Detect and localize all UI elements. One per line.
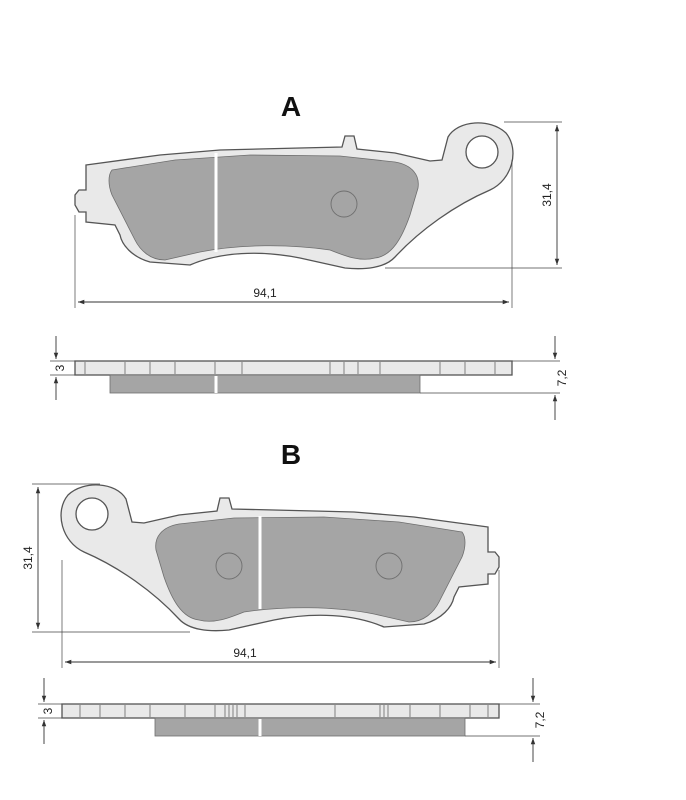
view-b-mounting-hole: [75, 497, 109, 531]
view-a-width-label: 94,1: [253, 286, 277, 300]
view-b-front: [60, 484, 500, 632]
view-b-backing-thickness-label: 3: [41, 707, 55, 714]
view-b-wear-indicator-right: [375, 552, 403, 580]
view-a-side-profile: [74, 360, 513, 394]
view-b-label: B: [281, 439, 301, 470]
view-b-wear-indicator-left: [215, 552, 243, 580]
view-b-width-label: 94,1: [233, 646, 257, 660]
view-a-friction-material: [108, 154, 419, 261]
view-a-mounting-hole: [465, 135, 499, 169]
view-b-total-thickness-label: 7,2: [533, 711, 547, 728]
view-b-height-label: 31,4: [21, 546, 35, 570]
view-a-wear-indicator: [330, 190, 358, 218]
view-a-height-label: 31,4: [540, 183, 554, 207]
view-b: B 31,4 94,1: [21, 439, 547, 762]
view-a: A 31,4 94,1: [50, 91, 569, 420]
view-a-total-thickness-label: 7,2: [555, 369, 569, 386]
view-a-label: A: [281, 91, 301, 122]
view-a-backing-thickness-label: 3: [53, 364, 67, 371]
view-b-friction-material: [155, 516, 466, 623]
view-b-side-profile: [61, 703, 500, 737]
